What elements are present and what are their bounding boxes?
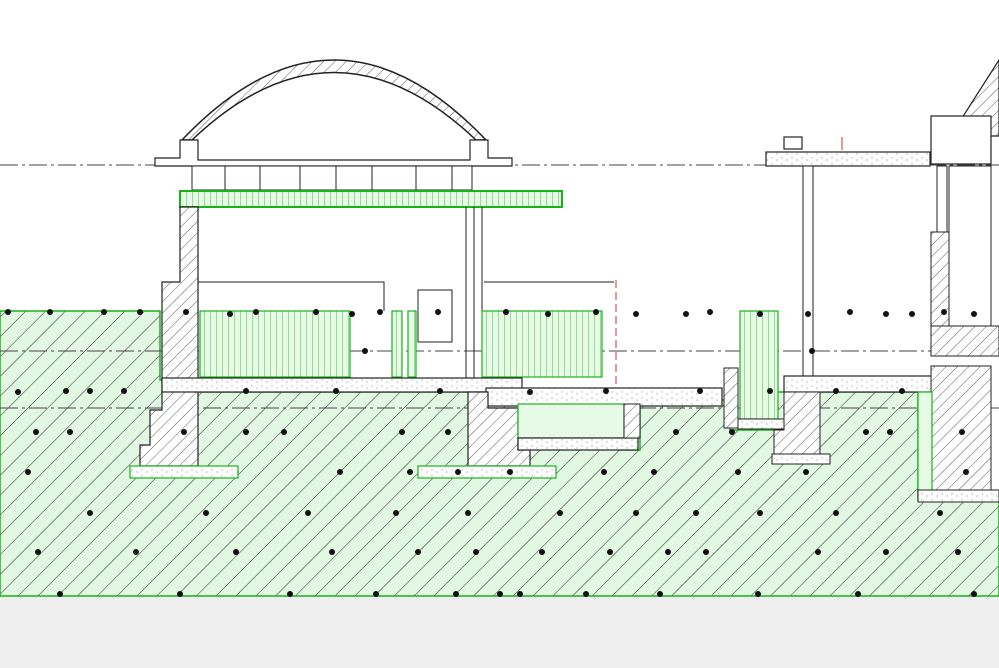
footer-background bbox=[0, 596, 999, 668]
pool-basin[interactable] bbox=[517, 403, 641, 451]
survey-point-dots bbox=[5, 309, 977, 597]
left-retaining-wall[interactable] bbox=[129, 206, 239, 479]
dome-roof[interactable] bbox=[154, 59, 513, 191]
selected-columns[interactable] bbox=[199, 310, 779, 420]
center-foundation[interactable] bbox=[417, 391, 557, 479]
ground-floor-slab[interactable] bbox=[161, 377, 723, 407]
canopy-structure[interactable] bbox=[723, 136, 933, 465]
right-building-wall[interactable] bbox=[917, 58, 999, 503]
roof-slab-selected[interactable] bbox=[179, 190, 563, 208]
